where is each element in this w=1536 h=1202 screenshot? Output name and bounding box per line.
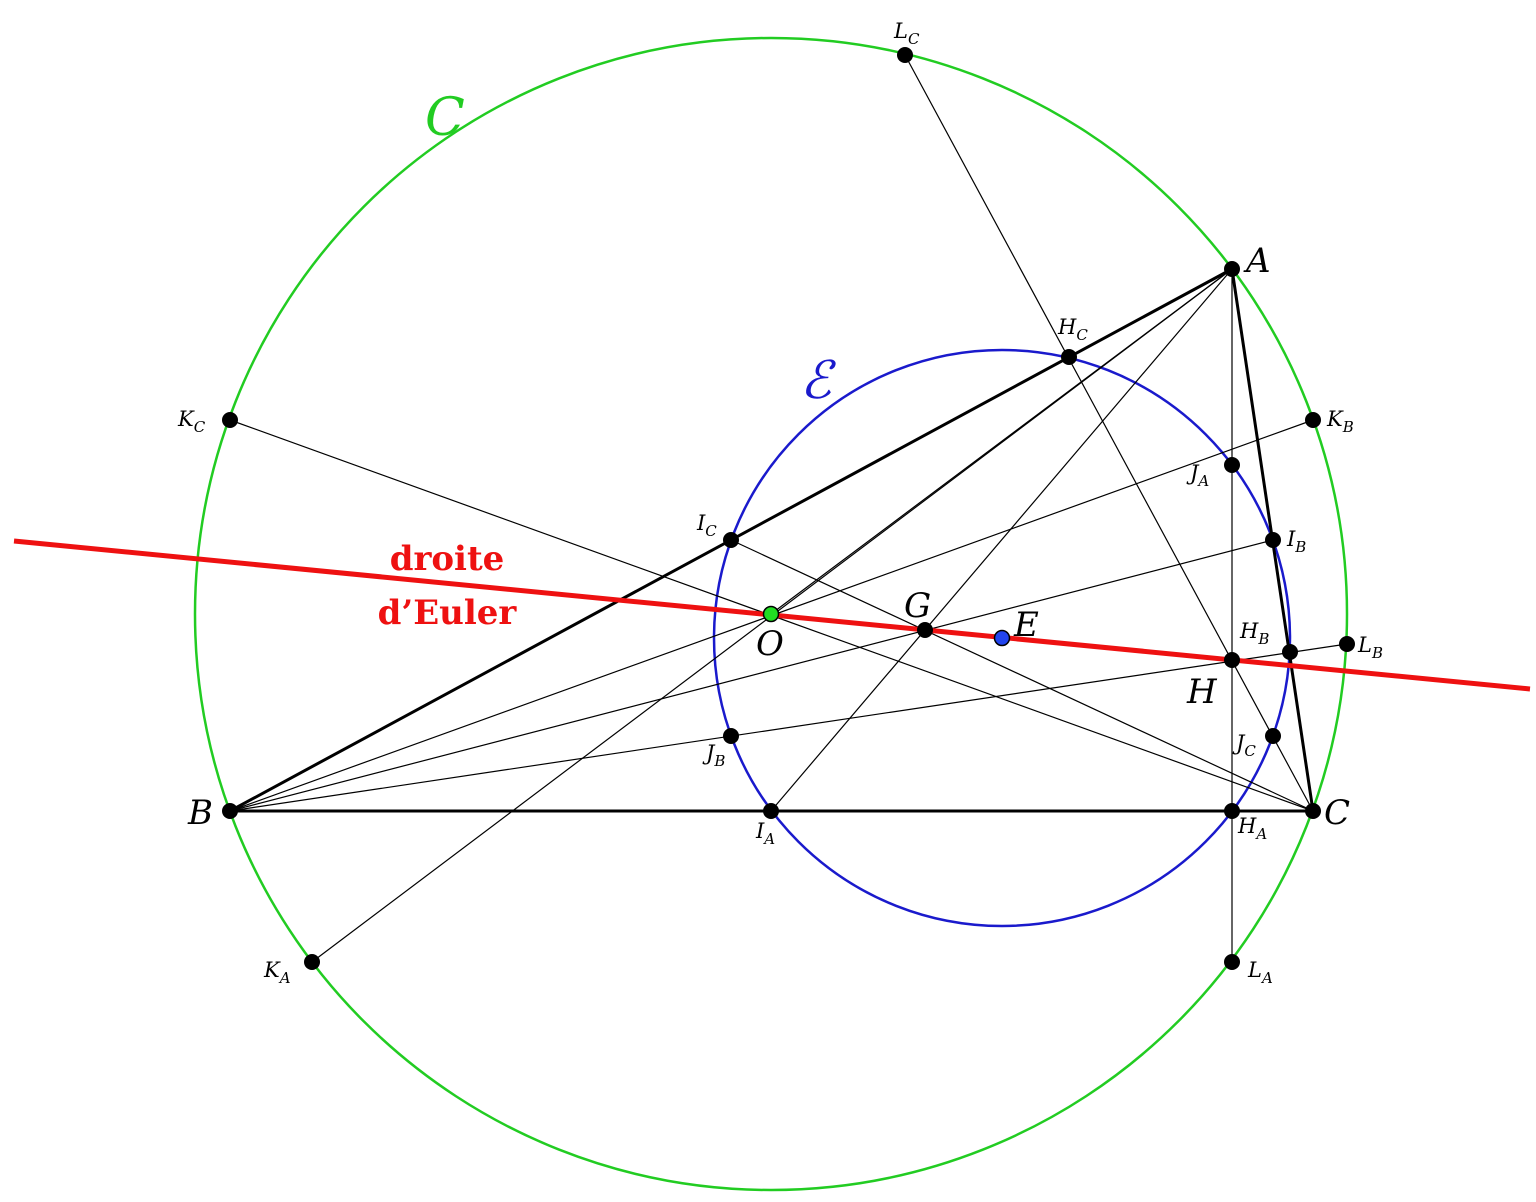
label-G: G — [904, 586, 931, 626]
label-A: A — [1243, 241, 1271, 281]
line-A-IA — [770, 268, 1233, 812]
point-A — [1224, 261, 1240, 277]
point-LB — [1339, 636, 1355, 652]
point-G — [917, 622, 933, 638]
label-IB: IB — [1286, 527, 1306, 556]
point-IC — [723, 532, 739, 548]
point-JA — [1224, 457, 1240, 473]
point-HB — [1282, 644, 1298, 660]
circumcircle-label: C — [425, 88, 465, 148]
point-IA — [763, 803, 779, 819]
nine-point-circle — [712, 348, 1292, 928]
points — [222, 47, 1355, 970]
label-JC: JC — [1232, 731, 1256, 760]
line-IC-C — [730, 539, 1314, 812]
label-LA: LA — [1247, 958, 1273, 987]
point-LC — [897, 47, 913, 63]
point-E — [993, 629, 1011, 647]
label-LC: LC — [893, 19, 920, 48]
label-HA: HA — [1237, 814, 1267, 843]
point-KB — [1305, 412, 1321, 428]
point-C — [1305, 803, 1321, 819]
point-KC — [222, 412, 238, 428]
point-HA — [1224, 803, 1240, 819]
label-LB: LB — [1357, 633, 1383, 662]
label-IA: IA — [755, 819, 775, 848]
point-LA — [1224, 954, 1240, 970]
point-IB — [1265, 532, 1281, 548]
point-B — [222, 803, 238, 819]
label-E: E — [1013, 605, 1039, 645]
point-JC — [1265, 728, 1281, 744]
label-O: O — [756, 624, 784, 664]
line-LC-C — [904, 54, 1314, 812]
label-KB: KB — [1326, 407, 1354, 436]
line-B-LB — [229, 643, 1348, 812]
label-KC: KC — [177, 407, 206, 436]
label-H: H — [1186, 672, 1218, 712]
label-C: C — [1324, 793, 1350, 833]
label-IC: IC — [696, 511, 717, 540]
line-B-IB — [229, 539, 1274, 812]
label-HC: HC — [1057, 315, 1088, 344]
circumcircle — [193, 36, 1349, 1192]
point-JB — [723, 728, 739, 744]
euler-line-label-2: d’Euler — [378, 593, 518, 633]
label-B: B — [187, 793, 213, 833]
point-O — [762, 605, 780, 623]
label-KA: KA — [263, 958, 291, 987]
point-H — [1224, 652, 1240, 668]
point-KA — [304, 954, 320, 970]
label-JB: JB — [702, 741, 725, 770]
euler-line-label-1: droite — [390, 539, 505, 579]
line-A-O — [770, 268, 1233, 615]
nine-point-circle-label: ℰ — [800, 351, 836, 411]
point-HC — [1061, 349, 1077, 365]
label-JA: JA — [1186, 461, 1209, 490]
label-HB: HB — [1239, 619, 1269, 648]
